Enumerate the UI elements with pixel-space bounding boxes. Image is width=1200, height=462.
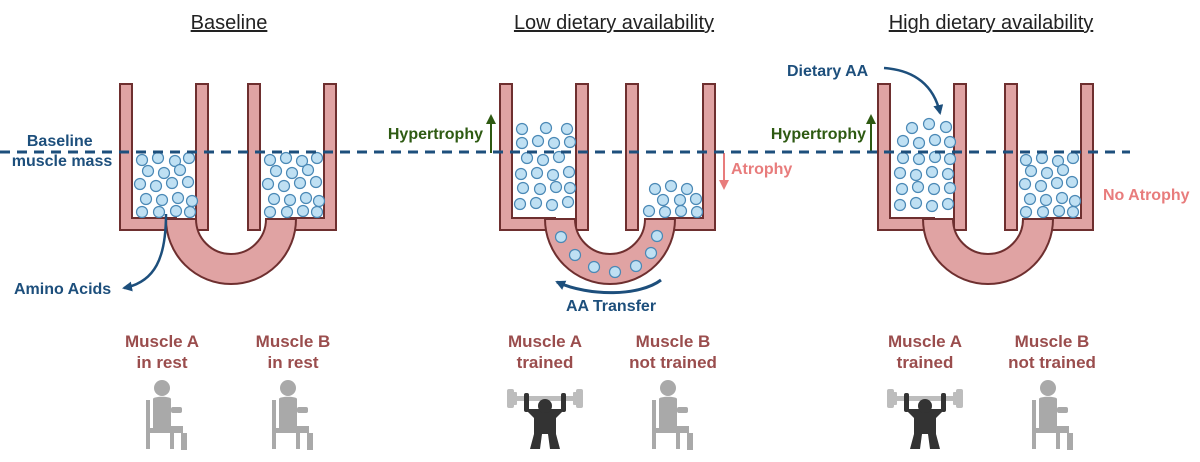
hypertrophy-label-high: Hypertrophy bbox=[771, 126, 866, 143]
amino-acid-particles-muscle-b-low bbox=[642, 179, 704, 219]
dietary-aa-arrow bbox=[883, 66, 944, 115]
seated-person-icon bbox=[652, 380, 693, 450]
no-atrophy-label: No Atrophy bbox=[1103, 187, 1190, 204]
atrophy-label: Atrophy bbox=[731, 161, 792, 178]
amino-acid-particles-tube-low bbox=[554, 229, 664, 279]
weightlifter-icon bbox=[887, 389, 963, 449]
seated-person-icon bbox=[1032, 380, 1073, 450]
seated-person-icon bbox=[272, 380, 313, 450]
amino-acid-particles-muscle-a-baseline bbox=[133, 151, 199, 219]
vessel-muscle-b-high bbox=[1004, 83, 1094, 231]
seated-person-icon bbox=[146, 380, 187, 450]
amino-acids-arrow bbox=[122, 213, 168, 292]
aa-transfer-label: AA Transfer bbox=[566, 298, 656, 315]
vessel-muscle-a-baseline bbox=[119, 83, 209, 231]
amino-acid-particles-muscle-a-low bbox=[513, 121, 577, 212]
connector-tube-high bbox=[921, 218, 1055, 285]
hypertrophy-label-low: Hypertrophy bbox=[388, 126, 483, 143]
baseline-label-line-2: muscle mass bbox=[12, 153, 113, 170]
aa-transfer-arrow bbox=[555, 278, 662, 295]
amino-acid-particles-muscle-a-high bbox=[893, 117, 957, 213]
dietary-aa-label: Dietary AA bbox=[787, 63, 869, 80]
baseline-label-line-1: Baseline bbox=[27, 133, 93, 150]
vessel-muscle-b-low bbox=[625, 83, 716, 231]
title-baseline: Baseline bbox=[191, 12, 268, 34]
connector-tube-low bbox=[543, 218, 677, 285]
connector-tube-baseline bbox=[164, 218, 298, 285]
amino-acid-particles-muscle-b-baseline bbox=[261, 151, 326, 219]
amino-acid-particles-muscle-b-high bbox=[1018, 151, 1082, 219]
amino-acids-label: Amino Acids bbox=[14, 281, 111, 298]
baseline-muscle-mass-label: Baseline muscle mass bbox=[12, 133, 113, 170]
title-low-dietary: Low dietary availability bbox=[514, 12, 714, 34]
weightlifter-icon bbox=[507, 389, 583, 449]
title-high-dietary: High dietary availability bbox=[889, 12, 1094, 34]
